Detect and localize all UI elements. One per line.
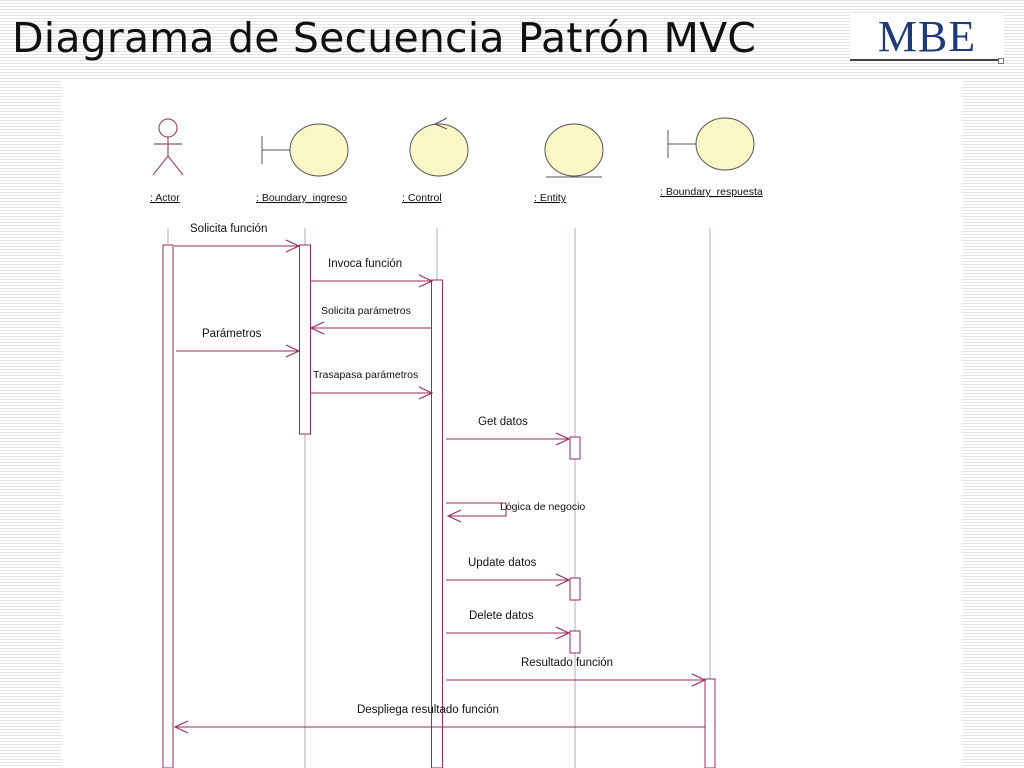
participant-label: : Boundary_ingreso	[256, 192, 347, 204]
boundary-icon	[667, 117, 755, 171]
diagram-canvas: : Actor : Boundary_ingreso : Control : Enti…	[62, 80, 962, 768]
title-band: Diagrama de Secuencia Patrón MVC MBE	[0, 0, 1024, 80]
arrow-head-icon	[173, 720, 189, 734]
arrow-head-icon	[691, 673, 707, 687]
message-label: Despliega resultado función	[357, 704, 499, 716]
logo-underline	[850, 59, 1004, 61]
control-icon	[409, 117, 469, 177]
sequence-diagram: : Actor : Boundary_ingreso : Control : Enti…	[150, 117, 763, 768]
participant-label: : Boundary_respuesta	[660, 186, 763, 198]
message-label: Update datos	[468, 557, 537, 569]
boundary-icon	[261, 123, 349, 177]
message-label: Parámetros	[202, 328, 262, 340]
entity-icon	[544, 123, 604, 178]
participant-label: : Control	[402, 192, 442, 204]
arrow-head-icon	[446, 509, 462, 523]
participant-label: : Actor	[150, 192, 180, 204]
arrow-head-icon	[418, 274, 434, 288]
slide-title: Diagrama de Secuencia Patrón MVC	[12, 14, 757, 62]
activation-bar-boundary_in	[299, 244, 311, 435]
arrow-head-icon	[285, 239, 301, 253]
arrow-head-icon	[285, 344, 301, 358]
activation-bar-entity	[569, 577, 581, 601]
mbe-logo: MBE	[850, 14, 1004, 62]
message-label: Trasapasa parámetros	[313, 369, 418, 381]
arrow-head-icon	[418, 386, 434, 400]
activation-bar-boundary_out	[704, 678, 716, 768]
message-label: Solicita parámetros	[321, 305, 411, 317]
message-label: Invoca función	[328, 258, 402, 270]
activation-bar-control	[431, 279, 443, 768]
activation-bar-entity	[569, 630, 581, 654]
message-label: Get datos	[478, 416, 528, 428]
arrow-head-icon	[555, 432, 571, 446]
message-label: Delete datos	[469, 610, 534, 622]
arrow-head-icon	[309, 321, 325, 335]
message-label: Lógica de negocio	[500, 501, 585, 513]
activation-bar-actor	[162, 244, 174, 768]
actor-icon	[152, 118, 184, 176]
self-message-arrow	[446, 502, 507, 517]
participant-label: : Entity	[534, 192, 567, 204]
arrow-head-icon	[555, 573, 571, 587]
arrow-head-icon	[555, 626, 571, 640]
logo-text: MBE	[877, 12, 977, 61]
message-label: Resultado función	[521, 657, 613, 669]
message-label: Solicita función	[190, 223, 267, 235]
activation-bar-entity	[569, 436, 581, 460]
logo-square-marker	[998, 58, 1004, 64]
